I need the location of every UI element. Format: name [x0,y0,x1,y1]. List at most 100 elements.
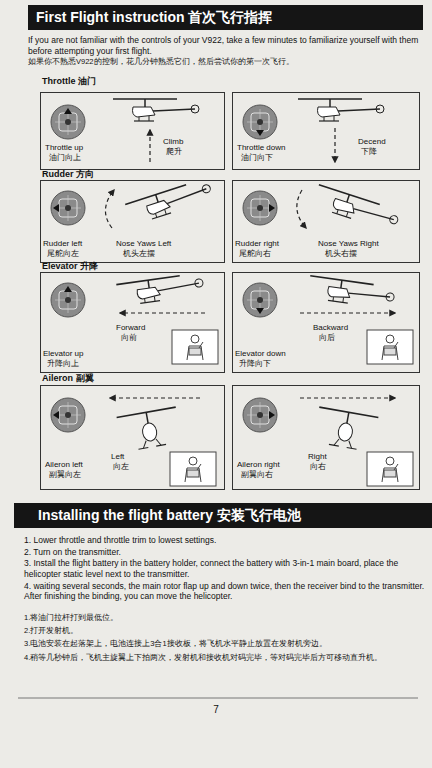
instruction-step: 1.将油门拉杆打到最低位。 [24,612,426,623]
text-slot: 向前 [121,333,137,343]
pilot-figure [170,452,216,486]
direction-arrow [269,204,275,212]
text-slot: 下降 [361,147,377,157]
section-label: Throttle 油门 [42,76,222,87]
stick-icon [243,283,277,317]
helicopter-top [312,185,401,232]
motion-label: 向前 [121,333,137,343]
text-slot: Throttle down [237,143,285,153]
text-slot: Backward [313,323,348,333]
stick-label: 油门向上 [49,153,81,163]
stick-label: Rudder right [235,239,279,249]
stick-label: 尾舵向左 [47,249,79,259]
direction-arrow [256,130,264,136]
text-slot: 尾舵向左 [47,249,79,259]
direction-arrow [256,308,264,314]
stick-icon [51,398,85,432]
motion-arrow [334,128,335,162]
text-slot: Aileron right [237,460,280,470]
instruction-step: 3. Install the flight battery in the bat… [24,558,426,579]
instruction-step: 4.稍等几秒钟后，飞机主旋翼上下拍两次，发射机和接收机对码完毕，等对码完毕后方可… [24,652,426,663]
text-slot: Nose Yaws Left [116,239,171,249]
control-panel: Elevator down升降向下 Backward向后 [232,272,420,373]
text-slot: 4.稍等几秒钟后，飞机主旋翼上下拍两次，发射机和接收机对码完毕，等对码完毕后方可… [24,652,426,663]
motion-label: Left [111,452,124,462]
text-slot: Nose Yaws Right [318,239,379,249]
page-title: First Flight instruction 首次飞行指挥 [36,9,272,26]
motion-arrow [110,397,200,398]
text-slot: 1.将油门拉杆打到最低位。 [24,612,426,623]
text-slot: Right [308,452,327,462]
helicopter-side [307,276,395,310]
text-slot: 3.电池安装在起落架上，电池连接上3合1接收板，将飞机水平静止放置在发射机旁边。 [24,638,426,649]
stick-label: Aileron left [45,460,83,470]
text-slot: Forward [116,323,145,333]
helicopter-side [298,99,384,121]
motion-label: Nose Yaws Right [318,239,379,249]
direction-arrow [64,286,72,292]
instruction-step: 2. Turn on the transmitter. [24,547,426,558]
text-slot: 爬升 [166,147,182,157]
motion-label: 爬升 [166,147,182,157]
motion-arrow [300,312,395,313]
helicopter-front [313,407,378,452]
text-slot: 油门向上 [49,153,81,163]
page-number: 7 [0,704,432,717]
instruction-step: 2.打开发射机。 [24,625,426,636]
control-panel: Aileron right副翼向右Right向右 [232,385,420,490]
section-heading: Installing the flight battery 安装飞行电池 [38,507,301,524]
text-slot: 2. Turn on the transmitter. [24,547,426,558]
stick-label: Aileron right [237,460,280,470]
direction-arrow [53,411,59,419]
motion-arrow [149,130,150,162]
text-slot: Installing the flight battery 安装飞行电池 [38,507,301,524]
text-slot: 向左 [113,462,129,472]
text-slot: Throttle up [45,143,83,153]
helicopter-side [116,273,204,307]
stick-label: Rudder left [43,239,82,249]
intro-text: If you are not familiar with the control… [28,35,423,56]
motion-label: 向右 [310,462,326,472]
motion-label: Forward [116,323,145,333]
text-slot: 副翼向左 [49,470,81,480]
stick-label: Throttle down [237,143,285,153]
text-slot: 升降向下 [239,359,271,369]
section-label: Aileron 副翼 [42,373,222,384]
stick-label: 升降向上 [47,359,79,369]
text-slot: Elevator down [235,349,286,359]
text-slot: 7 [0,704,432,717]
motion-label: Climb [163,137,183,147]
motion-arrow [300,397,395,398]
text-slot: 4. waiting several seconds, the main rot… [24,581,426,602]
helicopter-side [113,99,199,121]
text-slot: 机头左摆 [123,249,155,259]
motion-label: Backward [313,323,348,333]
instruction-step: 4. waiting several seconds, the main rot… [24,581,426,602]
motion-label: 向左 [113,462,129,472]
text-slot: 2.打开发射机。 [24,625,426,636]
text-slot: Rudder left [43,239,82,249]
stick-label: 尾舵向右 [239,249,271,259]
text-slot: Decend [358,137,386,147]
control-panel: Rudder right尾舵向右 Nose Yaws Right机头右摆 [232,180,420,263]
section-label: Rudder 方向 [42,169,222,180]
control-panel: Throttle up油门向上 Climb爬升 [40,92,225,170]
direction-arrow [53,204,59,212]
section-band: Installing the flight battery 安装飞行电池 [14,503,432,528]
pilot-figure [367,452,413,486]
motion-label: Decend [358,137,386,147]
motion-label: Right [308,452,327,462]
stick-icon [51,283,85,317]
text-slot: Elevator 升降 [42,261,222,272]
text-slot: 如果你不熟悉V922的控制，花几分钟熟悉它们，然后尝试你的第一次飞行。 [28,57,423,66]
text-slot: Aileron 副翼 [42,373,222,384]
text-slot: Aileron left [45,460,83,470]
text-slot: Throttle 油门 [42,76,222,87]
text-slot: 向后 [319,333,335,343]
motion-label: Nose Yaws Left [116,239,171,249]
stick-label: Throttle up [45,143,83,153]
helicopter-top [125,178,214,225]
text-slot: 机头右摆 [325,249,357,259]
motion-label: 机头左摆 [123,249,155,259]
